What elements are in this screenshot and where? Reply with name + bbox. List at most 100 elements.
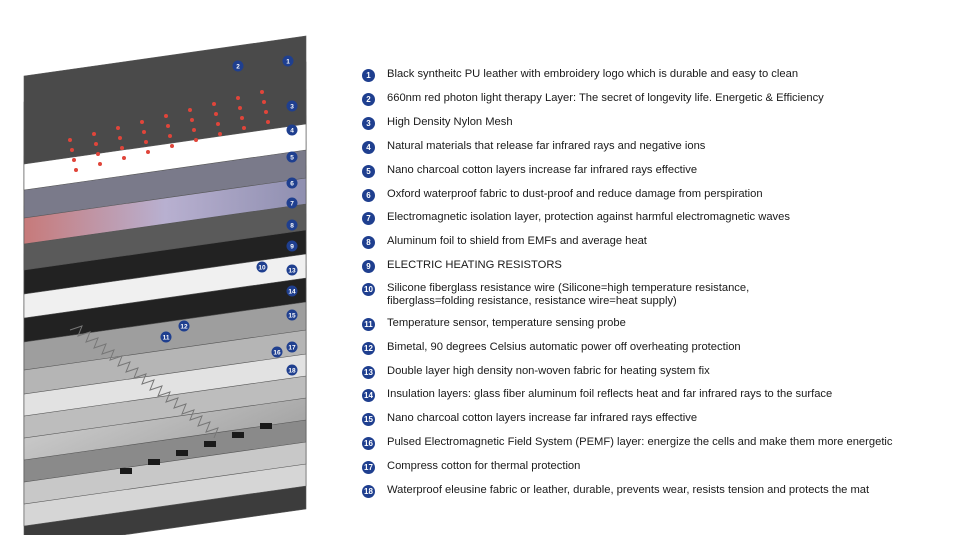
legend-item: 9 ELECTRIC HEATING RESISTORS [362, 259, 562, 273]
red-led-dot [164, 114, 168, 118]
legend-item: 5Nano charcoal cotton layers increase fa… [362, 164, 697, 178]
red-led-dot [168, 134, 172, 138]
red-led-dot [98, 162, 102, 166]
pemf-pad [260, 423, 272, 429]
red-led-dot [212, 102, 216, 106]
red-led-dot [214, 112, 218, 116]
legend-item: 13 Double layer high density non-woven fa… [362, 365, 710, 379]
legend-item: 16 Pulsed Electromagnetic Field System (P… [362, 436, 893, 450]
red-led-dot [144, 140, 148, 144]
legend-item-text: Compress cotton for thermal protection [387, 460, 580, 473]
red-led-dot [218, 132, 222, 136]
legend-item-text: Nano charcoal cotton layers increase far… [387, 164, 697, 177]
diagram-number-label: 16 [272, 347, 283, 358]
diagram-number-label: 2 [233, 61, 244, 72]
diagram-number-label: 12 [179, 321, 190, 332]
diagram-number-label: 3 [287, 101, 298, 112]
red-led-dot [194, 138, 198, 142]
legend-number-badge: 8 [362, 236, 375, 249]
red-led-dot [242, 126, 246, 130]
diagram-number-label: 7 [287, 198, 298, 209]
legend-item-text: Pulsed Electromagnetic Field System (PEM… [387, 436, 893, 449]
red-led-dot [192, 128, 196, 132]
legend-number-badge: 12 [362, 342, 375, 355]
svg-text:1: 1 [286, 59, 290, 66]
legend-item-text: Silicone fiberglass resistance wire (Sil… [387, 282, 749, 308]
legend-item-text: ELECTRIC HEATING RESISTORS [387, 259, 562, 272]
red-led-dot [190, 118, 194, 122]
legend-number-badge: 18 [362, 485, 375, 498]
legend-item-text: Aluminum foil to shield from EMFs and av… [387, 235, 647, 248]
svg-text:18: 18 [288, 368, 296, 375]
legend-number-badge: 14 [362, 389, 375, 402]
pemf-pad [232, 432, 244, 438]
legend-number-badge: 1 [362, 69, 375, 82]
svg-text:6: 6 [290, 181, 294, 188]
legend-number-badge: 15 [362, 413, 375, 426]
legend-item: 10 Silicone fiberglass resistance wire (S… [362, 282, 749, 308]
svg-text:3: 3 [290, 104, 294, 111]
legend-number-badge: 4 [362, 141, 375, 154]
legend-item-text: Waterproof eleusine fabric or leather, d… [387, 484, 869, 497]
svg-text:2: 2 [236, 64, 240, 71]
diagram-number-label: 8 [287, 220, 298, 231]
legend-item-text: Insulation layers: glass fiber aluminum … [387, 388, 832, 401]
legend-item: 11Temperature sensor, temperature sensin… [362, 317, 626, 331]
svg-text:5: 5 [290, 155, 294, 162]
legend-number-badge: 10 [362, 283, 375, 296]
legend-number-badge: 9 [362, 260, 375, 273]
pemf-pad [120, 468, 132, 474]
diagram-number-label: 15 [287, 310, 298, 321]
svg-text:9: 9 [290, 244, 294, 251]
legend-item-text: Electromagnetic isolation layer, protect… [387, 211, 790, 224]
svg-text:13: 13 [288, 268, 296, 275]
svg-text:11: 11 [163, 335, 170, 342]
legend-number-badge: 16 [362, 437, 375, 450]
red-led-dot [122, 156, 126, 160]
red-led-dot [170, 144, 174, 148]
red-led-dot [236, 96, 240, 100]
red-led-dot [264, 110, 268, 114]
legend-item-text: Nano charcoal cotton layers increase far… [387, 412, 697, 425]
red-led-dot [240, 116, 244, 120]
legend-item-text: Double layer high density non-woven fabr… [387, 365, 710, 378]
diagram-number-label: 17 [287, 342, 298, 353]
legend-item-text: Oxford waterproof fabric to dust-proof a… [387, 188, 763, 201]
diagram-number-label: 14 [287, 286, 298, 297]
red-led-dot [116, 126, 120, 130]
red-led-dot [260, 90, 264, 94]
red-led-dot [118, 136, 122, 140]
legend-item: 8 Aluminum foil to shield from EMFs and a… [362, 235, 647, 249]
svg-text:8: 8 [290, 223, 294, 230]
legend-number-badge: 3 [362, 117, 375, 130]
svg-text:7: 7 [290, 201, 294, 208]
diagram-number-label: 5 [287, 152, 298, 163]
legend-number-badge: 7 [362, 212, 375, 225]
svg-text:10: 10 [258, 265, 266, 272]
svg-text:4: 4 [290, 128, 294, 135]
legend-item-text: Temperature sensor, temperature sensing … [387, 317, 626, 330]
red-led-dot [74, 168, 78, 172]
svg-text:14: 14 [288, 289, 296, 296]
legend-item: 14 Insulation layers: glass fiber aluminu… [362, 388, 832, 402]
red-led-dot [142, 130, 146, 134]
red-led-dot [262, 100, 266, 104]
legend-number-badge: 6 [362, 189, 375, 202]
diagram-number-label: 1 [283, 56, 294, 67]
svg-text:17: 17 [288, 345, 296, 352]
red-led-dot [266, 120, 270, 124]
svg-text:15: 15 [288, 313, 296, 320]
red-led-dot [120, 146, 124, 150]
svg-text:12: 12 [180, 324, 188, 331]
pemf-pad [204, 441, 216, 447]
diagram-number-label: 6 [287, 178, 298, 189]
red-led-dot [166, 124, 170, 128]
red-led-dot [146, 150, 150, 154]
legend-number-badge: 13 [362, 366, 375, 379]
diagram-number-label: 10 [257, 262, 268, 273]
legend-number-badge: 2 [362, 93, 375, 106]
